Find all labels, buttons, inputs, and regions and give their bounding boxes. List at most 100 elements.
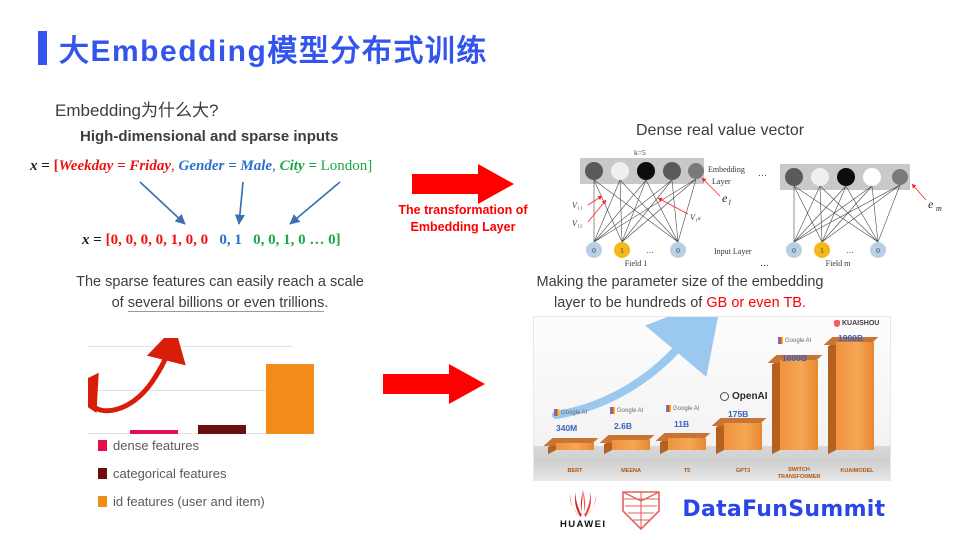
gridline-top bbox=[88, 346, 293, 347]
embedding-ellipsis: … bbox=[758, 168, 767, 178]
e1-pointer bbox=[701, 177, 721, 197]
photo-axis-bert: BERT bbox=[567, 468, 583, 475]
bar-id-features bbox=[266, 364, 314, 434]
formula-lhs: x bbox=[30, 158, 38, 174]
param-note-highlight: GB or even TB. bbox=[706, 295, 807, 312]
legend-label-dense: dense features bbox=[113, 438, 200, 453]
growth-arrow-red bbox=[88, 338, 186, 414]
fieldm-label: Field m bbox=[826, 259, 851, 268]
input-value-fm-1: 0 bbox=[792, 246, 796, 255]
huawei-label: HUAWEI bbox=[560, 519, 607, 530]
embedding-layer-label-line2: Layer bbox=[712, 177, 731, 186]
v12-pointer bbox=[587, 199, 607, 223]
google-ai-icon bbox=[778, 337, 783, 344]
input-value-f1-1: 0 bbox=[592, 246, 596, 255]
input-node-f1-1 bbox=[586, 242, 602, 258]
brand-label-switch: Google AI bbox=[785, 337, 812, 344]
photo-value-gpt3: 175B bbox=[728, 409, 749, 419]
brand-label-kuai: KUAISHOU bbox=[842, 320, 880, 327]
brand-label-gpt3: OpenAI bbox=[732, 391, 768, 402]
v12-label: V₁₂ bbox=[572, 219, 583, 228]
google-ai-icon bbox=[610, 407, 615, 414]
photo-bar-meena bbox=[599, 435, 655, 455]
transformation-arrow-label: The transformation of Embedding Layer bbox=[383, 202, 543, 236]
edges-field1 bbox=[593, 178, 697, 243]
sparse-input-subheading: High-dimensional and sparse inputs bbox=[80, 128, 339, 145]
gridline-base bbox=[88, 433, 293, 434]
brand-label-t5: Google AI bbox=[673, 405, 700, 412]
em-label: e bbox=[928, 197, 934, 211]
gridline-mid bbox=[88, 390, 293, 391]
onehot-close-bracket: ] bbox=[335, 232, 341, 248]
v11-pointer bbox=[587, 195, 603, 206]
param-note-line2-pre: layer to be hundreds of bbox=[553, 295, 707, 312]
photo-bar-kuai bbox=[823, 337, 879, 455]
sparse-scale-note: The sparse features can easily reach a s… bbox=[40, 272, 400, 314]
photo-value-meena: 2.6B bbox=[614, 421, 632, 431]
formula-city-key: City bbox=[279, 158, 305, 174]
photo-axis-t5: T5 bbox=[683, 468, 691, 475]
photo-bar-bert bbox=[543, 438, 599, 455]
input-node-f1-2 bbox=[614, 242, 630, 258]
brand-google-meena: Google AI bbox=[610, 407, 643, 414]
embedding-node-fm-3 bbox=[837, 168, 855, 186]
photo-bar-t5 bbox=[655, 433, 711, 455]
onehot-eq: = bbox=[89, 232, 106, 248]
legend-item-dense: dense features bbox=[98, 438, 265, 453]
transform-label-line1: The transformation of bbox=[398, 203, 528, 217]
input-value-f1-2: 1 bbox=[620, 246, 624, 255]
feature-legend: dense features categorical features id f… bbox=[98, 438, 265, 522]
photo-axis-meena: MEENA bbox=[621, 468, 641, 475]
input-value-f1-4: 0 bbox=[676, 246, 680, 255]
shield-logo-icon bbox=[622, 491, 661, 531]
legend-swatch-dense bbox=[98, 440, 107, 451]
embedding-node-fm-1 bbox=[785, 168, 803, 186]
embedding-layer-label-line1: Embedding bbox=[708, 165, 745, 174]
photo-axis-gpt3: GPT3 bbox=[735, 468, 751, 475]
embedding-node-f1-5 bbox=[688, 163, 704, 179]
formula-weekday-key: Weekday bbox=[58, 158, 114, 174]
title-text: 大Embedding模型分布式训练 bbox=[59, 35, 488, 68]
input-value-fm-4: 0 bbox=[876, 246, 880, 255]
feature-scale-bar-chart bbox=[88, 338, 314, 434]
brand-openai-gpt3: OpenAI bbox=[720, 391, 768, 402]
formula-gender-key: Gender bbox=[178, 158, 225, 174]
brand-google-t5: Google AI bbox=[666, 405, 699, 412]
legend-item-categorical: categorical features bbox=[98, 466, 265, 481]
transformation-arrow-icon bbox=[412, 164, 514, 204]
legend-swatch-categorical bbox=[98, 468, 107, 479]
formula-eq: = bbox=[37, 158, 54, 174]
scale-arrow-icon bbox=[383, 364, 485, 404]
footer-logos: HUAWEI DataFunSummit bbox=[560, 487, 885, 531]
em-pointer bbox=[911, 183, 927, 201]
arrow-weekday bbox=[139, 181, 186, 225]
photo-value-kuai: 1900B bbox=[838, 333, 864, 343]
bar-dense-features bbox=[130, 430, 178, 434]
formula-gender-value: Male bbox=[240, 158, 273, 174]
photo-value-switch: 1600B bbox=[782, 353, 808, 363]
legend-label-categorical: categorical features bbox=[113, 466, 227, 481]
v11-label: V₁₁ bbox=[572, 201, 583, 210]
input-layer-label: Input Layer bbox=[714, 247, 752, 256]
onehot-group-gender: 0, 1 bbox=[219, 232, 242, 248]
v1k-label: V₁ₖ bbox=[690, 213, 702, 222]
input-ellipsis-fm: … bbox=[846, 246, 854, 255]
photo-axis-switch: SWITCH TRANSFORMER bbox=[777, 466, 821, 481]
formula-open-bracket: [ bbox=[53, 158, 59, 174]
photo-value-bert: 340M bbox=[556, 423, 578, 433]
legend-label-id: id features (user and item) bbox=[113, 494, 265, 509]
embedding-node-f1-2 bbox=[611, 162, 629, 180]
embedding-node-fm-2 bbox=[811, 168, 829, 186]
input-ellipsis-f1: … bbox=[646, 246, 654, 255]
input-node-fm-4 bbox=[870, 242, 886, 258]
photo-value-t5: 11B bbox=[674, 419, 690, 429]
field1-label: Field 1 bbox=[625, 259, 647, 268]
title-accent-bar bbox=[38, 31, 47, 65]
huawei-flower-icon bbox=[570, 490, 597, 517]
arrow-city bbox=[289, 181, 341, 225]
raw-feature-formula: x = [Weekday = Friday, Gender = Male, Ci… bbox=[30, 158, 373, 174]
onehot-feature-formula: x = [0, 0, 0, 0, 1, 0, 0 0, 1 0, 0, 1, 0… bbox=[82, 232, 341, 249]
legend-swatch-id bbox=[98, 496, 107, 507]
kuaishou-icon bbox=[834, 320, 840, 327]
